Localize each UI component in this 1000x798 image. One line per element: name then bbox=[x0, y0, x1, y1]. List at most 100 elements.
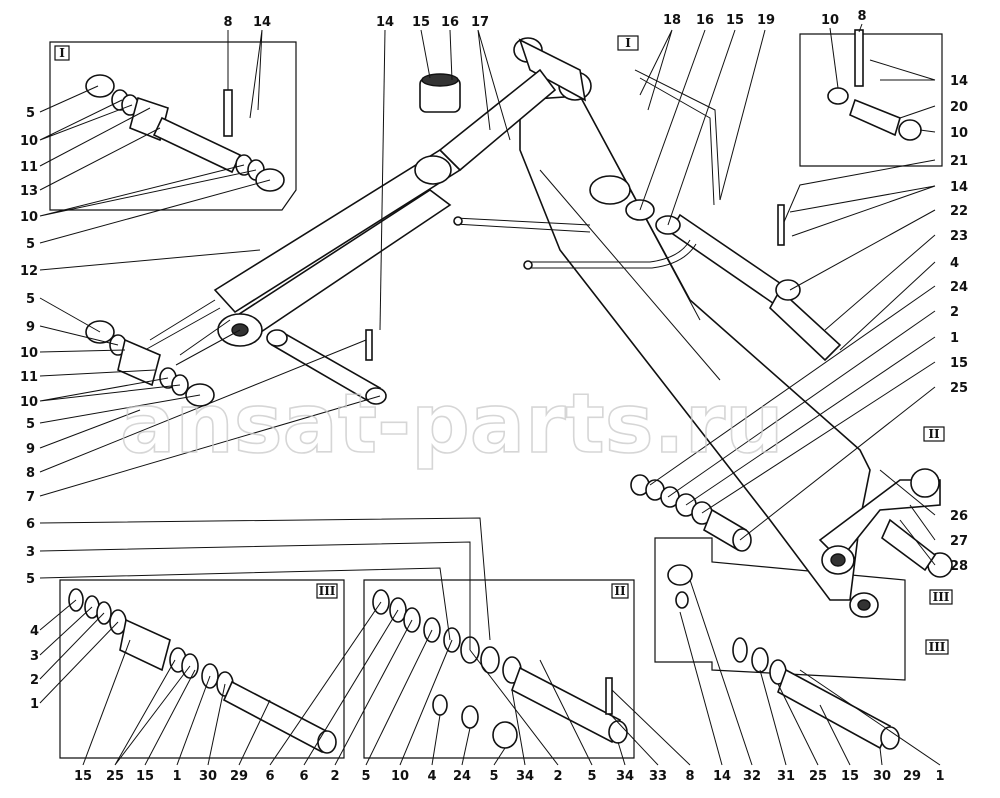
part-label: 16 bbox=[441, 15, 459, 30]
part-label: 31 bbox=[777, 769, 795, 784]
view-ii-label: II bbox=[614, 584, 626, 598]
part-label: 24 bbox=[950, 280, 968, 295]
part-label: 20 bbox=[950, 100, 968, 115]
part-label: 34 bbox=[616, 769, 634, 784]
detail-frame-lower-right bbox=[654, 537, 906, 681]
part-label: 2 bbox=[553, 769, 562, 784]
part-label: 10 bbox=[20, 346, 38, 361]
part-label: 15 bbox=[726, 13, 744, 28]
part-label: 14 bbox=[713, 769, 731, 784]
detail-ii-pin bbox=[372, 589, 628, 749]
part-label: 34 bbox=[516, 769, 534, 784]
part-label: 5 bbox=[489, 769, 498, 784]
boom-cylinder-upper bbox=[213, 68, 557, 314]
part-label: 15 bbox=[74, 769, 92, 784]
part-label: 22 bbox=[950, 204, 968, 219]
part-label: 25 bbox=[950, 381, 968, 396]
view-iii-marker-2: III bbox=[929, 640, 946, 654]
part-label: 19 bbox=[757, 13, 775, 28]
part-label: 1 bbox=[935, 769, 944, 784]
part-label: 5 bbox=[587, 769, 596, 784]
bushing-15-16 bbox=[419, 73, 461, 113]
part-label: 1 bbox=[30, 697, 39, 712]
part-label: 3 bbox=[30, 649, 39, 664]
part-label: 7 bbox=[26, 490, 35, 505]
view-ii-marker: II bbox=[928, 427, 940, 441]
detail-frame-i-upper-left: I bbox=[49, 41, 297, 211]
part-label: 5 bbox=[26, 292, 35, 307]
part-label: 5 bbox=[26, 572, 35, 587]
part-label: 21 bbox=[950, 154, 968, 169]
part-label: 15 bbox=[950, 356, 968, 371]
part-label: 10 bbox=[950, 126, 968, 141]
part-label: 29 bbox=[230, 769, 248, 784]
part-label: 5 bbox=[26, 106, 35, 121]
arm-cylinder bbox=[589, 175, 842, 362]
part-label: 1 bbox=[950, 331, 959, 346]
part-label: 11 bbox=[20, 160, 38, 175]
part-label: 8 bbox=[685, 769, 694, 784]
detail-frame-iii-lower-left: III bbox=[59, 579, 345, 759]
leader-lines bbox=[39, 23, 941, 766]
view-i-label: I bbox=[59, 46, 65, 60]
part-label: 15 bbox=[136, 769, 154, 784]
part-label: 30 bbox=[199, 769, 217, 784]
part-label: 1 bbox=[172, 769, 181, 784]
part-label: 10 bbox=[20, 134, 38, 149]
part-label: 10 bbox=[20, 210, 38, 225]
part-label: 15 bbox=[412, 15, 430, 30]
detail-iii-pin bbox=[68, 588, 337, 754]
part-label: 27 bbox=[950, 534, 968, 549]
part-label: 5 bbox=[361, 769, 370, 784]
detail-frame-i-upper-right bbox=[799, 33, 943, 167]
part-label: 14 bbox=[950, 180, 968, 195]
view-markers-main: I II III III bbox=[617, 35, 953, 655]
part-label: 32 bbox=[743, 769, 761, 784]
part-label: 10 bbox=[821, 13, 839, 28]
part-label: 2 bbox=[330, 769, 339, 784]
part-label: 17 bbox=[471, 15, 489, 30]
part-label: 16 bbox=[696, 13, 714, 28]
part-label: 5 bbox=[26, 237, 35, 252]
watermark-text: ansat-parts.ru bbox=[120, 377, 784, 472]
part-label: 5 bbox=[26, 417, 35, 432]
part-label: 10 bbox=[20, 395, 38, 410]
part-label: 14 bbox=[950, 74, 968, 89]
part-label: 15 bbox=[841, 769, 859, 784]
view-i-marker: I bbox=[625, 36, 631, 50]
part-label: 14 bbox=[253, 15, 271, 30]
part-label: 14 bbox=[376, 15, 394, 30]
part-label: 9 bbox=[26, 442, 35, 457]
part-label: 25 bbox=[106, 769, 124, 784]
boom-cylinder-lower bbox=[144, 189, 452, 366]
hydraulic-hoses bbox=[453, 69, 721, 270]
part-label: 8 bbox=[857, 9, 866, 24]
part-label: 8 bbox=[26, 466, 35, 481]
part-label: 9 bbox=[26, 320, 35, 335]
lower-pivot-pieces bbox=[881, 468, 953, 578]
detail-i-pin-assembly bbox=[85, 74, 285, 192]
part-label: 3 bbox=[26, 545, 35, 560]
part-label: 25 bbox=[809, 769, 827, 784]
part-label: 28 bbox=[950, 559, 968, 574]
detail-frame-ii-lower-middle: II bbox=[363, 579, 635, 759]
part-number-labels: 8 14 14 15 16 17 18 16 15 19 10 8 5 10 1… bbox=[20, 9, 968, 784]
part-label: 29 bbox=[903, 769, 921, 784]
part-label: 23 bbox=[950, 229, 968, 244]
part-label: 2 bbox=[950, 305, 959, 320]
part-label: 2 bbox=[30, 673, 39, 688]
part-label: 24 bbox=[453, 769, 471, 784]
part-label: 12 bbox=[20, 264, 38, 279]
part-label: 13 bbox=[20, 184, 38, 199]
part-label: 26 bbox=[950, 509, 968, 524]
bushing-stack-main bbox=[630, 474, 752, 552]
part-label: 10 bbox=[391, 769, 409, 784]
part-label: 18 bbox=[663, 13, 681, 28]
part-label: 4 bbox=[950, 256, 959, 271]
part-label: 33 bbox=[649, 769, 667, 784]
part-label: 6 bbox=[265, 769, 274, 784]
part-label: 6 bbox=[299, 769, 308, 784]
part-label: 30 bbox=[873, 769, 891, 784]
part-label: 6 bbox=[26, 517, 35, 532]
